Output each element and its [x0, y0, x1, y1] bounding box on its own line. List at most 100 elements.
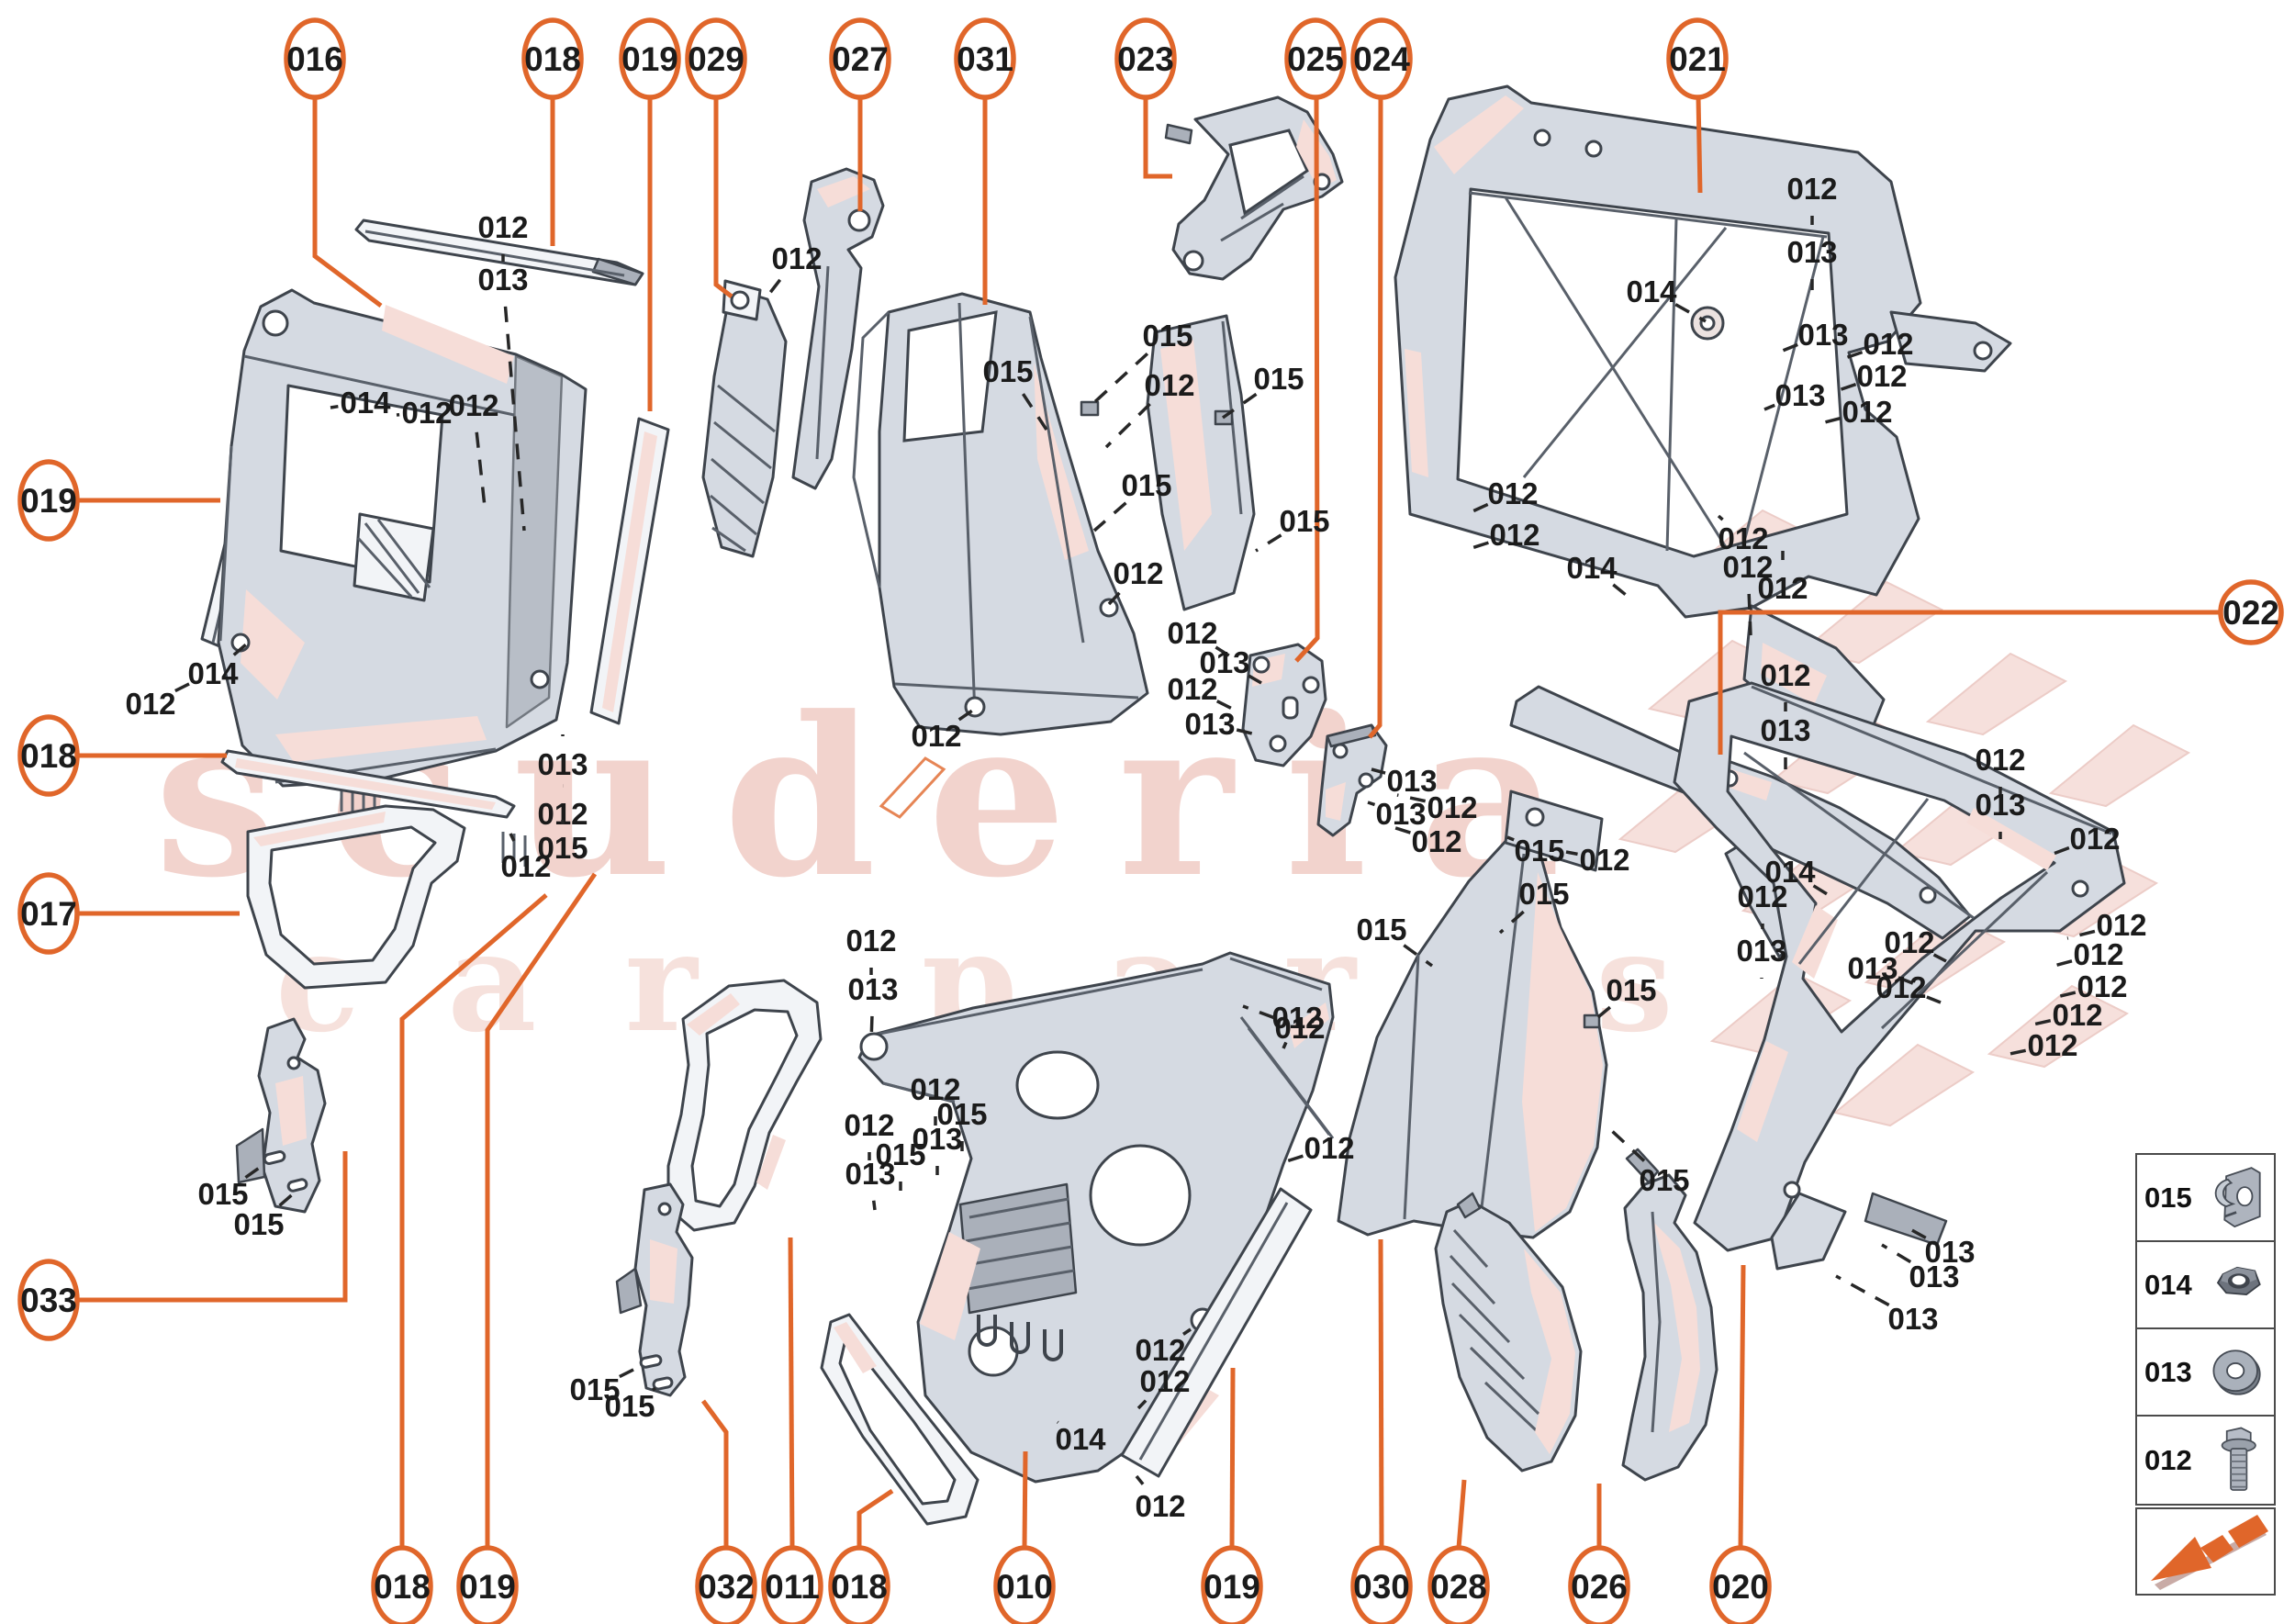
callout-bubble-032[interactable]: [695, 1545, 757, 1624]
callout-bubble-025[interactable]: [1284, 17, 1347, 100]
leader-line-024: [1368, 96, 1383, 739]
callout-bubble-029[interactable]: [685, 17, 747, 100]
leader-line-023: [1143, 97, 1172, 179]
fastener-label-013: 013: [1909, 1260, 1959, 1294]
fastener-dash-line: [1592, 1005, 1612, 1023]
callout-bubble-031[interactable]: [954, 17, 1016, 100]
fastener-dash-line: [1470, 502, 1489, 514]
fastener-label-012: 012: [1167, 616, 1217, 650]
fastener-dash-line: [1135, 1474, 1145, 1485]
callout-number-011[interactable]: 011: [765, 1568, 820, 1606]
callout-number-019[interactable]: 019: [20, 482, 77, 520]
fastener-dash-line: [1104, 402, 1151, 449]
callout-number-025[interactable]: 025: [1287, 40, 1344, 78]
callout-bubble-021[interactable]: [1666, 17, 1729, 100]
callout-bubble-016[interactable]: [284, 17, 346, 100]
callout-number-023[interactable]: 023: [1117, 40, 1174, 78]
callout-bubble-030[interactable]: [1350, 1545, 1413, 1624]
callout-number-029[interactable]: 029: [688, 40, 744, 78]
part-031-air-duct-panels: [852, 292, 1256, 736]
callout-bubble-018[interactable]: [17, 714, 80, 797]
callout-number-024[interactable]: 024: [1353, 40, 1410, 78]
fastener-dash-line: [2046, 959, 2073, 969]
callout-number-020[interactable]: 020: [1712, 1568, 1769, 1606]
callout-bubble-020[interactable]: [1709, 1545, 1772, 1624]
callout-number-018[interactable]: 018: [831, 1568, 888, 1606]
callout-bubble-026[interactable]: [1568, 1545, 1630, 1624]
callout-bubble-017[interactable]: [17, 872, 80, 955]
fastener-label-012: 012: [477, 210, 528, 244]
callout-number-018[interactable]: 018: [524, 40, 581, 78]
callout-bubble-019[interactable]: [619, 17, 681, 100]
callout-bubble-019[interactable]: [1201, 1545, 1263, 1624]
fastener-dash-line: [1396, 793, 1427, 803]
fastener-label-015: 015: [875, 1137, 925, 1171]
callout-bubble-018[interactable]: [828, 1545, 890, 1624]
callout-number-018[interactable]: 018: [20, 737, 77, 775]
fastener-label-012: 012: [2052, 998, 2102, 1032]
fastener-dash-line: [1839, 350, 1864, 362]
callout-number-022[interactable]: 022: [2222, 594, 2279, 632]
callout-bubble-011[interactable]: [761, 1545, 823, 1624]
fastener-label-013: 013: [1736, 934, 1786, 968]
callout-bubble-010[interactable]: [993, 1545, 1056, 1624]
callout-bubble-033[interactable]: [17, 1259, 80, 1341]
fastener-label-013: 013: [847, 972, 898, 1006]
callout-number-019[interactable]: 019: [1203, 1568, 1260, 1606]
callout-number-031[interactable]: 031: [957, 40, 1013, 78]
fastener-dash-line: [509, 833, 516, 842]
callout-bubble-022[interactable]: [2218, 579, 2284, 645]
callout-number-028[interactable]: 028: [1430, 1568, 1487, 1606]
callout-number-032[interactable]: 032: [698, 1568, 755, 1606]
fastener-dash-line: [1403, 944, 1434, 968]
fastener-label-013: 013: [537, 747, 588, 781]
fastener-label-012: 012: [1271, 1001, 1322, 1035]
callout-number-018[interactable]: 018: [374, 1568, 431, 1606]
fastener-label-015: 015: [1253, 362, 1304, 396]
callout-number-033[interactable]: 033: [20, 1282, 77, 1319]
fastener-dash-line: [957, 707, 976, 722]
fastener-label-012: 012: [844, 1108, 894, 1142]
fastener-dash-line: [1371, 767, 1386, 775]
callout-number-030[interactable]: 030: [1353, 1568, 1410, 1606]
callout-number-019[interactable]: 019: [459, 1568, 516, 1606]
fastener-label-012: 012: [1167, 672, 1217, 706]
leader-line-019: [1229, 1367, 1236, 1549]
fastener-label-012: 012: [1135, 1489, 1185, 1523]
fastener-label-012: 012: [1856, 359, 1907, 393]
fastener-dash-line: [1926, 995, 1942, 1004]
fastener-label-012: 012: [2027, 1028, 2077, 1062]
callout-number-021[interactable]: 021: [1669, 40, 1726, 78]
callout-bubble-018[interactable]: [371, 1545, 433, 1624]
part-019-strip-bottom: [1120, 1187, 1313, 1478]
fastener-label-015: 015: [1518, 877, 1569, 911]
fastener-dash-line: [1107, 591, 1121, 606]
callout-number-027[interactable]: 027: [832, 40, 889, 78]
callout-number-017[interactable]: 017: [20, 895, 77, 933]
fastener-label-012: 012: [2073, 937, 2123, 971]
part-018-strip-bottom-loop: [820, 1313, 980, 1526]
fastener-label-012: 012: [1718, 521, 1768, 555]
fastener-label-012: 012: [1489, 518, 1539, 552]
callout-bubble-027[interactable]: [829, 17, 891, 100]
callout-bubble-023[interactable]: [1114, 17, 1177, 100]
fastener-dash-line: [330, 404, 339, 409]
fastener-label-014: 014: [1055, 1422, 1106, 1456]
part-024-bracket: [1316, 723, 1388, 837]
callout-bubble-018[interactable]: [521, 17, 584, 100]
fastener-label-015: 015: [1514, 834, 1564, 868]
callout-bubble-024[interactable]: [1350, 17, 1413, 100]
fastener-label-012: 012: [845, 924, 896, 958]
callout-bubble-019[interactable]: [17, 459, 80, 542]
callout-bubble-028[interactable]: [1427, 1545, 1490, 1624]
callout-number-019[interactable]: 019: [621, 40, 678, 78]
callout-number-016[interactable]: 016: [286, 40, 343, 78]
part-028-ribbed-strip: [1434, 1192, 1583, 1473]
callout-number-010[interactable]: 010: [996, 1568, 1053, 1606]
fastener-dash-line: [1610, 1129, 1646, 1162]
fastener-dash-line: [1242, 1004, 1275, 1020]
callout-bubble-019[interactable]: [456, 1545, 519, 1624]
callout-number-026[interactable]: 026: [1571, 1568, 1628, 1606]
